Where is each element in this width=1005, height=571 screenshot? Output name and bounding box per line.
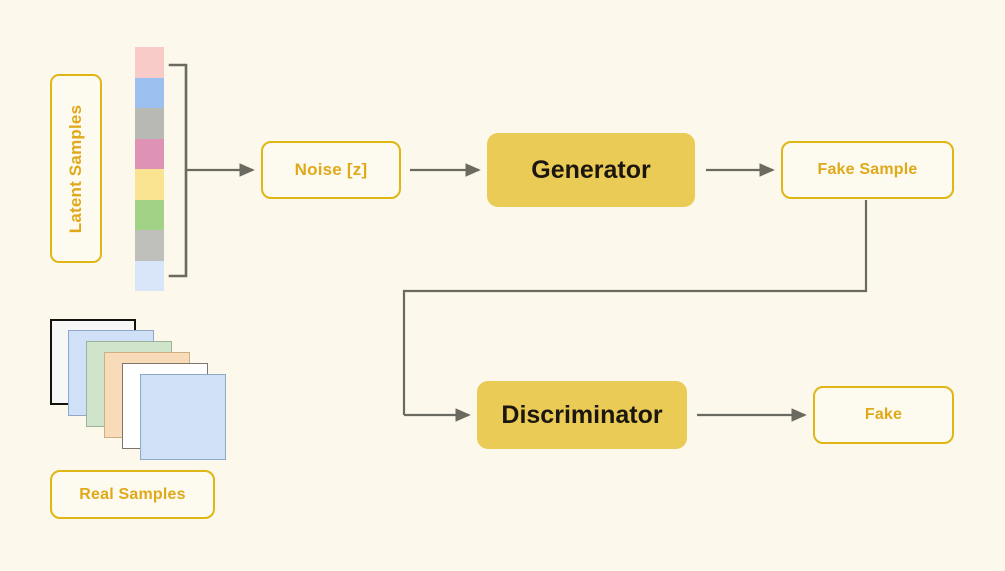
latent-samples-label: Latent Samples xyxy=(66,104,86,233)
latent-vector-strip xyxy=(135,47,164,291)
latent-band-7 xyxy=(135,260,164,291)
fake-output-label: Fake xyxy=(864,406,903,423)
discriminator-node[interactable]: Discriminator xyxy=(477,381,687,449)
latent-band-0 xyxy=(135,47,164,78)
latent-band-4 xyxy=(135,169,164,200)
discriminator-label: Discriminator xyxy=(501,400,663,429)
latent-samples-label-box[interactable]: Latent Samples xyxy=(50,74,102,263)
noise-label: Noise [z] xyxy=(294,160,368,179)
latent-band-1 xyxy=(135,77,164,108)
latent-bracket-icon xyxy=(168,63,188,278)
real-samples-label: Real Samples xyxy=(79,485,186,503)
noise-node[interactable]: Noise [z] xyxy=(261,141,401,199)
fake-sample-node[interactable]: Fake Sample xyxy=(781,141,954,199)
generator-node[interactable]: Generator xyxy=(487,133,695,207)
generator-label: Generator xyxy=(531,155,651,184)
fake-output-node[interactable]: Fake xyxy=(813,386,954,444)
latent-band-3 xyxy=(135,138,164,169)
latent-band-5 xyxy=(135,199,164,230)
sample-card-5 xyxy=(140,374,226,460)
fake-sample-label: Fake Sample xyxy=(817,161,918,178)
latent-band-2 xyxy=(135,108,164,139)
real-samples-label-box[interactable]: Real Samples xyxy=(50,470,215,519)
real-sample-card-stack xyxy=(50,319,240,460)
latent-band-6 xyxy=(135,230,164,261)
